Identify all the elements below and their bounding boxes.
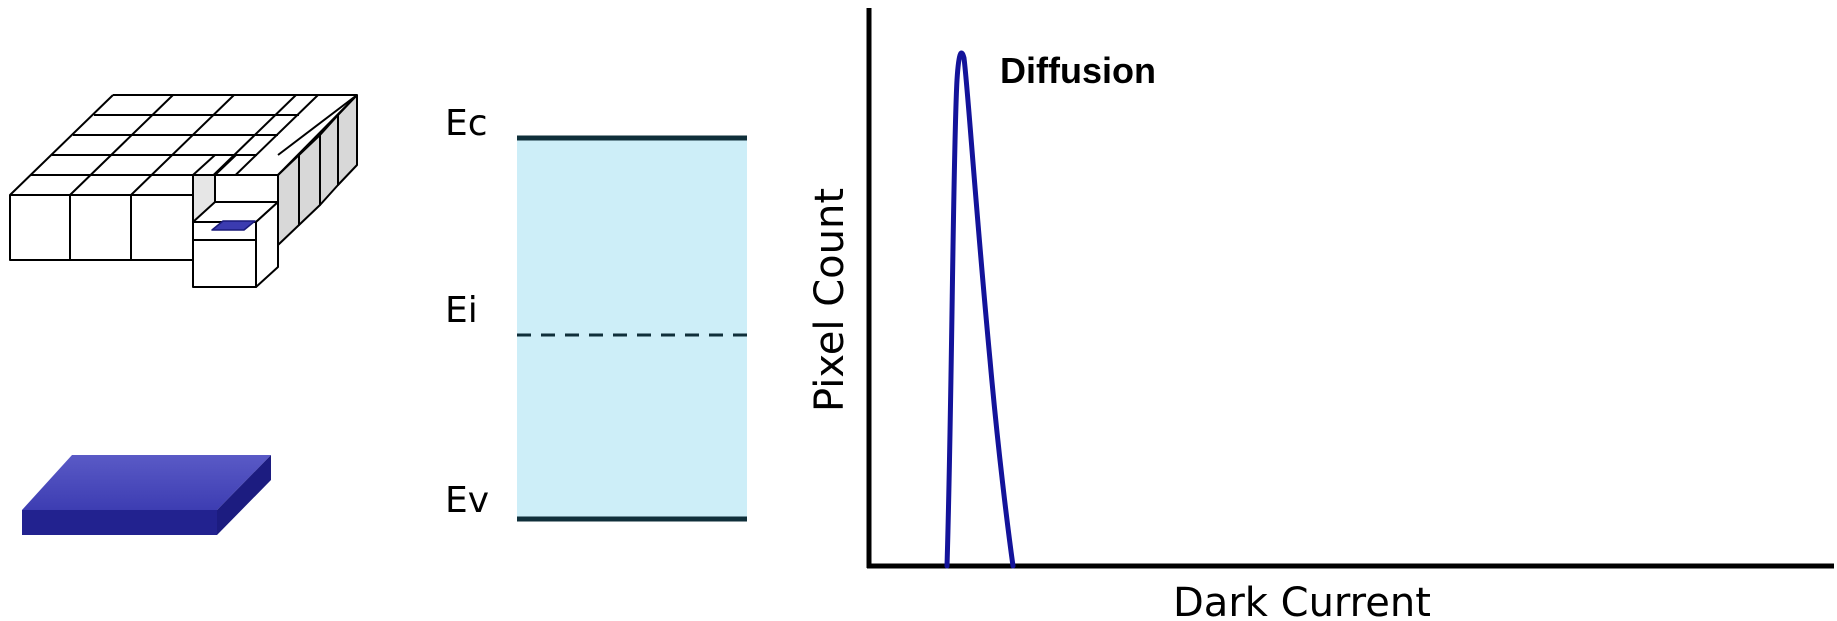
diffusion-curve: [944, 50, 1016, 569]
extracted-pixel: [192, 201, 279, 288]
valence-band-label: Ev: [445, 480, 489, 521]
slab-side-face: [217, 455, 271, 535]
semiconductor-slab: [22, 455, 271, 535]
band-gap-region: [517, 138, 747, 520]
pixel-highlight-region: [211, 220, 256, 231]
band-diagram: Ec Ei Ev: [445, 103, 747, 522]
slab-top-face: [22, 455, 271, 510]
y-axis-label: Pixel Count: [807, 188, 853, 412]
x-axis-label: Dark Current: [1173, 580, 1431, 621]
slab-front-face: [22, 510, 217, 535]
conduction-band-label: Ec: [445, 103, 488, 144]
diffusion-curve-label: Diffusion: [1000, 50, 1156, 91]
dark-current-histogram: Diffusion Pixel Count Dark Current: [807, 8, 1834, 621]
pixel-array-front-row: [9, 194, 194, 261]
pixel-array-3d: [9, 94, 358, 288]
intrinsic-level-label: Ei: [445, 290, 478, 331]
